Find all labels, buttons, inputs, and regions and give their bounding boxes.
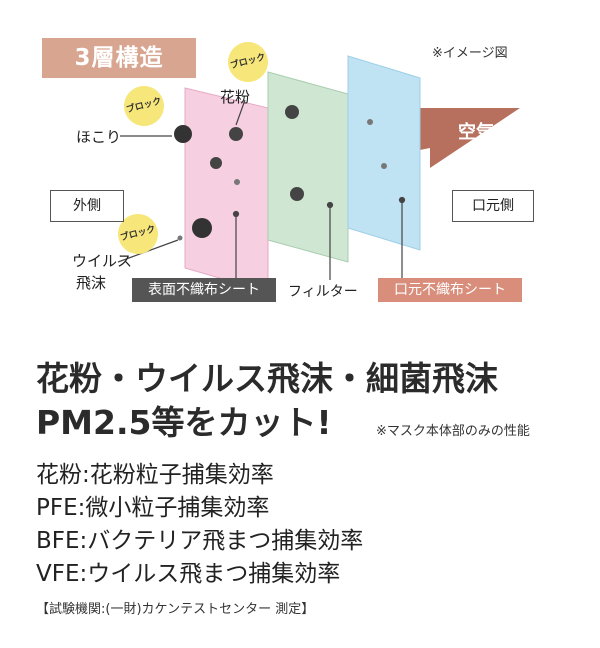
headline-line2: PM2.5等をカット! [36, 403, 332, 442]
filter-label: フィルター [288, 284, 358, 300]
performance-note: ※マスク本体部のみの性能 [376, 424, 530, 439]
inner-nonwoven-layer [347, 55, 421, 251]
layer-diagram [117, 55, 520, 293]
virus-label-line2: 飛沫 [76, 274, 107, 292]
outer-nonwoven-layer [184, 87, 269, 293]
outer-layer-label: 表面不織布シート [132, 278, 276, 302]
structure-title: 3層構造 [42, 38, 196, 78]
virus-particle [192, 218, 212, 238]
spec-pfe: PFE:微小粒子捕集効率 [36, 495, 270, 521]
pollen-particles [210, 105, 304, 201]
filter-layer [267, 71, 349, 263]
image-note: ※イメージ図 [432, 46, 508, 61]
air-label: 空気 [458, 122, 494, 143]
outside-label: 外側 [50, 190, 124, 222]
spec-bfe: BFE:バクテリア飛まつ捕集効率 [36, 528, 364, 554]
spec-vfe: VFE:ウイルス飛まつ捕集効率 [36, 561, 341, 587]
headline-line1: 花粉・ウイルス飛沫・細菌飛沫 [36, 359, 498, 398]
small-particles [177, 119, 387, 241]
inner-layer-label: 口元不織布シート [378, 278, 522, 302]
virus-label-line1: ウイルス [72, 252, 133, 270]
pollen-label: 花粉 [220, 88, 251, 106]
dust-label: ほこり [76, 128, 122, 146]
test-institution-footer: 【試験機関:(一財)カケンテストセンター 測定】 [36, 602, 315, 617]
mouth-side-label: 口元側 [452, 190, 534, 222]
spec-pollen: 花粉:花粉粒子捕集効率 [36, 462, 274, 488]
dust-particle [174, 125, 192, 143]
